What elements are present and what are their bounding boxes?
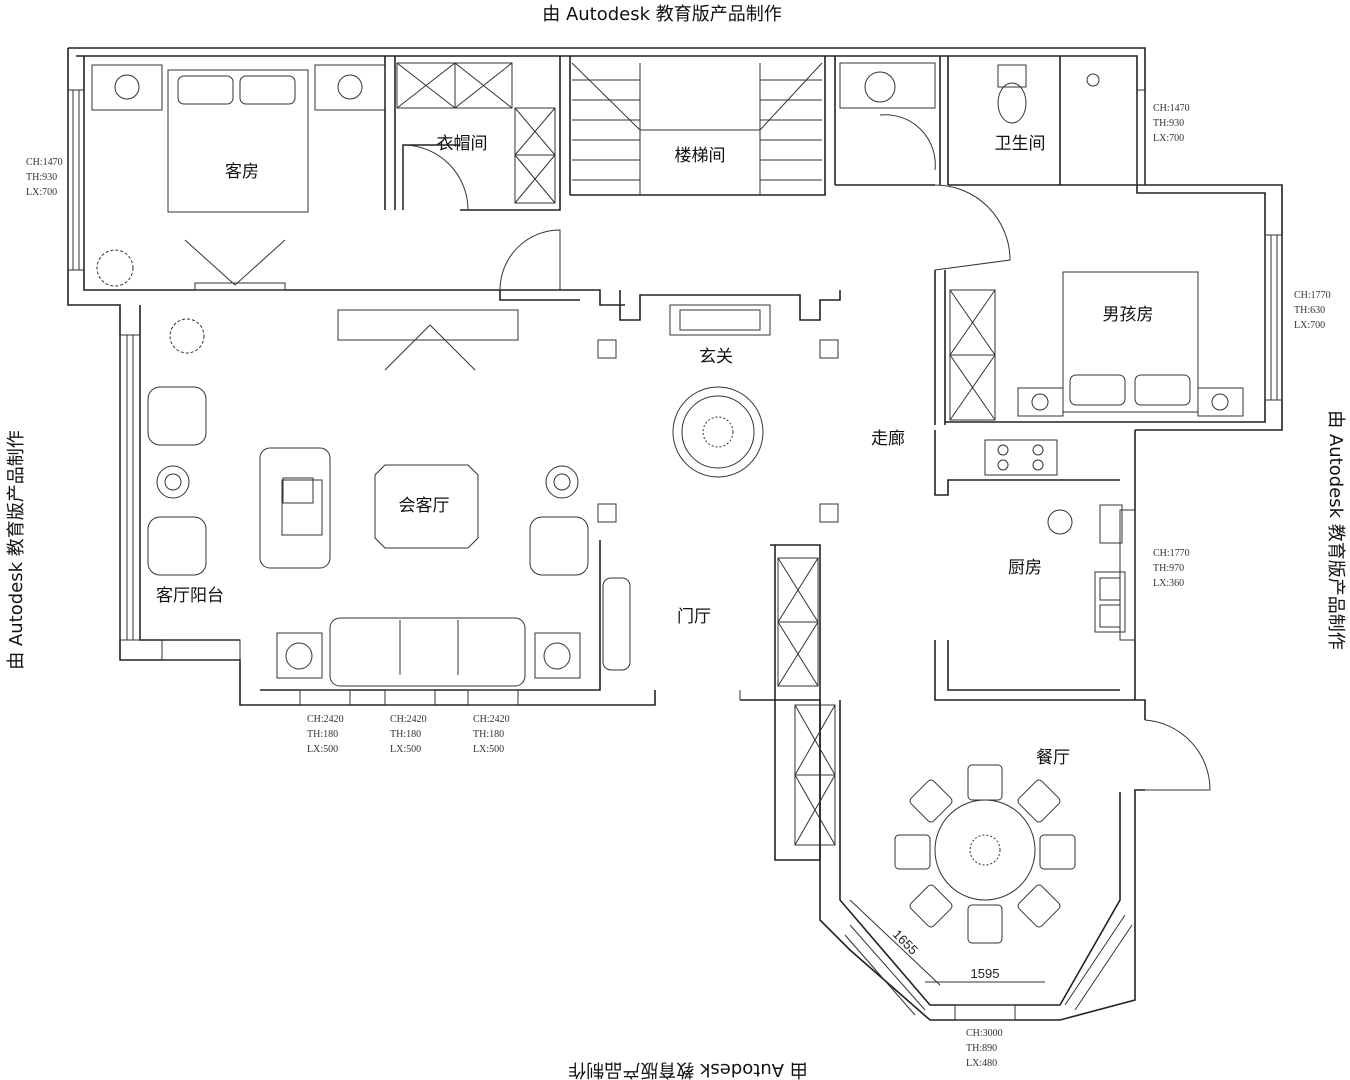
label-cloakroom: 衣帽间 bbox=[437, 134, 488, 154]
room-labels: 客房 衣帽间 楼梯间 卫生间 男孩房 玄关 走廊 会客厅 客厅阳台 门厅 厨房 … bbox=[156, 134, 1154, 768]
annotation-line: TH:890 bbox=[966, 1043, 997, 1054]
watermark-bottom: 由 Autodesk 教育版产品制作 bbox=[568, 1059, 808, 1080]
annotation-line: CH:1770 bbox=[1153, 548, 1190, 559]
annotation-line: LX:500 bbox=[307, 744, 338, 755]
annotation-line: CH:2420 bbox=[390, 714, 427, 725]
exterior-walls bbox=[67, 47, 1283, 1021]
label-stairwell: 楼梯间 bbox=[675, 146, 726, 166]
annotation-line: CH:2420 bbox=[307, 714, 344, 725]
label-guest-room: 客房 bbox=[225, 162, 259, 182]
annotation-line: TH:930 bbox=[26, 172, 57, 183]
annotation-line: TH:630 bbox=[1294, 305, 1325, 316]
annotation-line: CH:1470 bbox=[26, 157, 63, 168]
label-boys-room: 男孩房 bbox=[1103, 305, 1154, 325]
dimension-bottom: 1595 bbox=[971, 966, 1000, 981]
label-kitchen: 厨房 bbox=[1008, 558, 1042, 578]
annotation-line: CH:1470 bbox=[1153, 103, 1190, 114]
annotation-line: CH:1770 bbox=[1294, 290, 1331, 301]
furniture bbox=[91, 62, 1244, 986]
annotation-line: TH:930 bbox=[1153, 118, 1184, 129]
label-corridor: 走廊 bbox=[871, 429, 905, 449]
label-living-balcony: 客厅阳台 bbox=[156, 586, 224, 606]
watermark-right: 由 Autodesk 教育版产品制作 bbox=[1325, 410, 1346, 650]
label-reception: 会客厅 bbox=[399, 496, 450, 516]
watermark-top: 由 Autodesk 教育版产品制作 bbox=[542, 4, 782, 25]
annotation-line: TH:180 bbox=[473, 729, 504, 740]
watermark-left: 由 Autodesk 教育版产品制作 bbox=[6, 430, 27, 670]
label-entrance-hall: 门厅 bbox=[677, 607, 711, 627]
annotation-line: CH:3000 bbox=[966, 1028, 1003, 1039]
doors bbox=[402, 114, 1211, 791]
label-dining: 餐厅 bbox=[1036, 748, 1070, 768]
annotation-line: TH:180 bbox=[307, 729, 338, 740]
annotation-line: LX:500 bbox=[390, 744, 421, 755]
annotation-line: LX:480 bbox=[966, 1058, 997, 1069]
annotation-line: CH:2420 bbox=[473, 714, 510, 725]
windows bbox=[67, 89, 1283, 1021]
annotation-line: LX:360 bbox=[1153, 578, 1184, 589]
annotation-line: TH:970 bbox=[1153, 563, 1184, 574]
annotation-line: TH:180 bbox=[390, 729, 421, 740]
annotation-line: LX:700 bbox=[26, 187, 57, 198]
label-foyer: 玄关 bbox=[699, 347, 733, 367]
annotation-line: LX:700 bbox=[1294, 320, 1325, 331]
annotation-line: LX:500 bbox=[473, 744, 504, 755]
label-bathroom: 卫生间 bbox=[995, 134, 1046, 154]
annotation-line: LX:700 bbox=[1153, 133, 1184, 144]
